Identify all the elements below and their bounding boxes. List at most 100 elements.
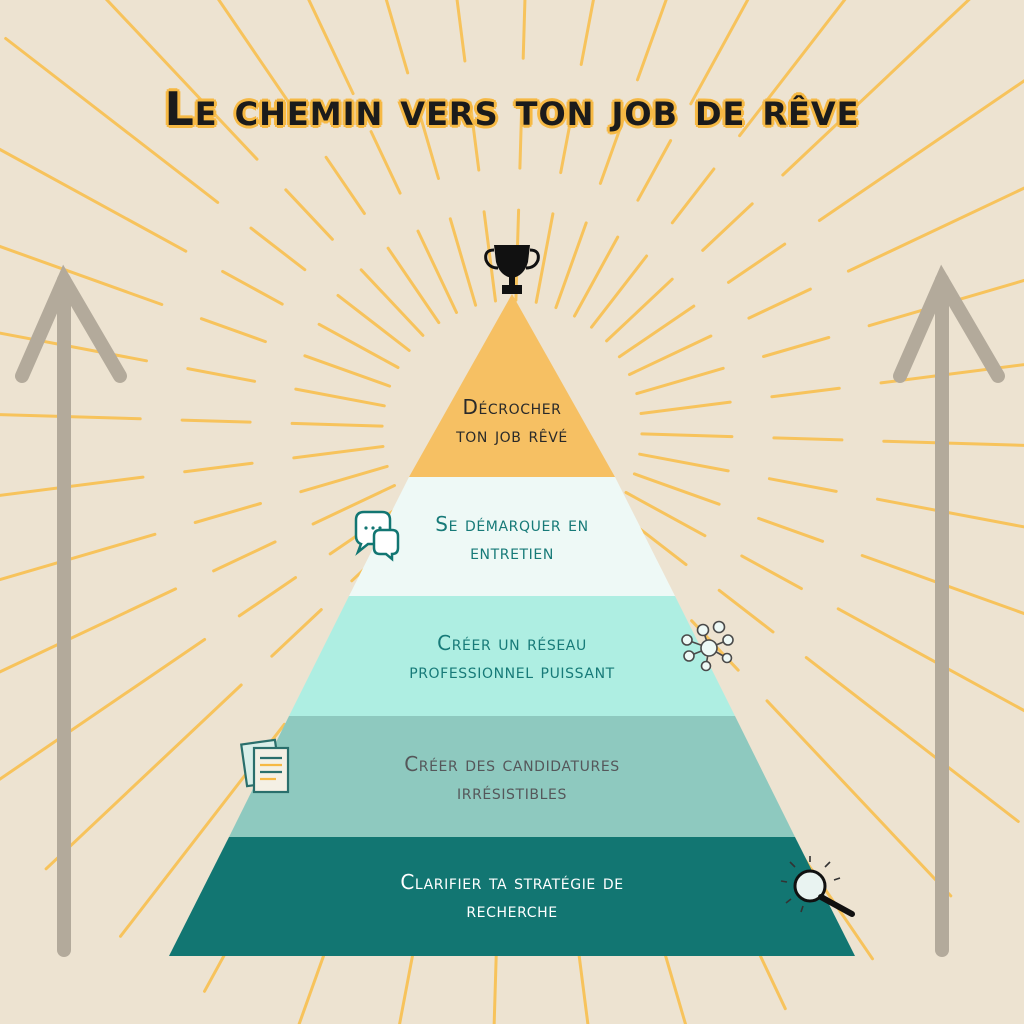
sun-ray <box>689 0 750 106</box>
sun-ray <box>307 0 355 96</box>
sun-ray <box>639 400 732 415</box>
sun-ray <box>299 464 389 494</box>
pyramid-level-4-shape <box>229 716 795 837</box>
sun-ray <box>336 293 411 352</box>
sun-ray <box>624 491 707 538</box>
sun-ray <box>199 317 267 344</box>
sun-ray <box>717 588 775 634</box>
sun-ray <box>770 386 841 399</box>
sun-ray <box>738 0 847 138</box>
sun-ray <box>468 101 481 172</box>
sun-ray <box>534 212 555 304</box>
sun-ray <box>727 242 787 284</box>
pyramid-level-5-shape <box>169 837 855 956</box>
level-1-line-2: ton job rêvé <box>456 423 568 447</box>
sun-ray <box>221 269 284 306</box>
level-3-line-2: professionnel puissant <box>409 659 615 683</box>
sun-ray <box>876 497 1024 529</box>
sun-ray <box>284 188 334 241</box>
sun-ray <box>628 334 713 376</box>
sun-ray <box>879 363 1024 385</box>
sun-ray <box>4 37 220 204</box>
sun-ray <box>455 0 467 63</box>
level-3-label: Créer un réseau professionnel puissant <box>352 629 672 685</box>
level-4-label: Créer des candidatures irrésistibles <box>332 750 692 806</box>
sun-ray <box>193 502 262 524</box>
magnifier-icon <box>780 856 855 917</box>
chat-bubbles-icon <box>354 510 400 562</box>
sun-ray <box>817 79 1024 222</box>
sun-ray <box>740 554 803 591</box>
trophy-icon <box>484 245 540 294</box>
sun-ray <box>757 516 825 543</box>
level-4-line-2: irrésistibles <box>457 780 567 804</box>
sun-ray <box>0 475 145 497</box>
sun-ray <box>598 117 625 185</box>
sun-ray <box>640 432 734 439</box>
sun-ray <box>836 607 1024 713</box>
level-3-line-1: Créer un réseau <box>437 631 587 655</box>
sun-ray <box>767 477 838 493</box>
sun-ray <box>0 638 207 781</box>
documents-icon <box>240 738 290 794</box>
sun-ray <box>590 254 649 329</box>
sun-ray <box>448 217 478 307</box>
level-5-line-2: recherche <box>466 898 558 922</box>
sun-ray <box>0 331 148 363</box>
sun-ray <box>747 287 812 320</box>
sun-ray <box>290 421 384 428</box>
sun-ray <box>781 0 971 177</box>
sun-ray <box>482 210 497 303</box>
sun-ray <box>636 139 673 202</box>
sun-ray <box>617 304 696 359</box>
sun-ray <box>860 554 1024 616</box>
level-1-label: Décrocher ton job rêvé <box>412 393 612 449</box>
sun-ray <box>44 683 243 871</box>
sun-ray <box>180 418 252 424</box>
sun-ray <box>418 111 440 180</box>
sun-ray <box>635 366 725 396</box>
left-arrow-icon <box>15 264 127 957</box>
sun-ray <box>294 387 386 408</box>
sun-ray <box>559 104 575 175</box>
level-5-label: Clarifier ta stratégie de recherche <box>312 868 712 924</box>
sun-ray <box>292 445 385 460</box>
sun-ray <box>249 226 307 272</box>
sun-ray <box>518 98 524 170</box>
pyramid-level-1-shape <box>409 294 615 477</box>
pyramid-level-3-shape <box>289 596 735 716</box>
sun-ray <box>359 268 425 337</box>
sun-ray <box>183 461 254 474</box>
sun-ray <box>846 186 1024 273</box>
sun-ray <box>605 277 674 343</box>
sun-ray <box>270 608 323 658</box>
sun-ray <box>867 278 1024 328</box>
sun-ray <box>573 235 620 318</box>
sun-ray <box>579 0 595 66</box>
sun-ray <box>303 354 392 388</box>
sun-ray <box>186 367 257 383</box>
right-arrow-icon <box>893 264 1005 957</box>
level-5-line-1: Clarifier ta stratégie de <box>400 870 624 894</box>
sun-ray <box>554 221 588 310</box>
sun-ray <box>369 130 402 195</box>
level-4-line-1: Créer des candidatures <box>404 752 620 776</box>
network-icon <box>681 620 734 672</box>
sun-ray <box>386 246 441 325</box>
level-2-label: Se démarquer en entretien <box>392 510 632 566</box>
sun-ray <box>416 229 458 314</box>
sun-ray <box>632 472 721 506</box>
sun-ray <box>0 587 178 674</box>
level-2-line-1: Se démarquer en <box>435 512 589 536</box>
sun-ray <box>104 0 259 161</box>
page-title: Le chemin vers ton job de rêve <box>164 82 860 136</box>
sun-ray <box>0 244 164 306</box>
sun-ray <box>212 540 277 573</box>
sun-ray <box>765 699 953 898</box>
sun-ray <box>0 147 188 253</box>
sun-ray <box>521 0 527 60</box>
level-1-line-1: Décrocher <box>462 395 562 419</box>
sun-ray <box>701 202 754 252</box>
